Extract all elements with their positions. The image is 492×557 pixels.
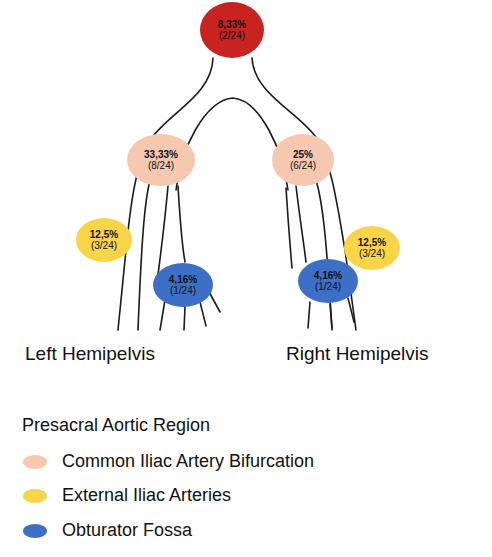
circle-fill bbox=[127, 134, 195, 186]
percentage-value: 8,33% bbox=[218, 19, 246, 31]
legend-swatch bbox=[22, 488, 48, 504]
legend-text: External Iliac Arteries bbox=[62, 485, 231, 506]
case-count: (3/24) bbox=[91, 240, 117, 252]
legend-row: Presacral Aortic Region bbox=[22, 415, 210, 436]
swatch-fill bbox=[23, 455, 47, 469]
circle-content: 12,5%(3/24) bbox=[76, 218, 132, 262]
artery-branch bbox=[200, 302, 206, 326]
case-count: (8/24) bbox=[148, 160, 174, 172]
artery-wall bbox=[286, 188, 292, 268]
artery-branch bbox=[184, 306, 185, 330]
legend-row: External Iliac Arteries bbox=[22, 485, 231, 506]
percentage-value: 12,5% bbox=[358, 237, 386, 249]
artery-wall bbox=[296, 186, 306, 262]
percentage-value: 12,5% bbox=[90, 229, 118, 241]
circle-content: 33,33%(8/24) bbox=[127, 134, 195, 186]
circle-fill bbox=[76, 218, 132, 262]
artery-branch bbox=[308, 302, 310, 328]
circle-fill bbox=[153, 263, 213, 307]
circle-fill bbox=[200, 2, 264, 58]
legend-row: Common Iliac Artery Bifurcation bbox=[22, 451, 314, 472]
legend-swatch bbox=[22, 523, 48, 539]
legend-text: Presacral Aortic Region bbox=[22, 415, 210, 436]
percentage-circle: 12,5%(3/24) bbox=[76, 218, 132, 262]
swatch-fill bbox=[23, 524, 47, 538]
case-count: (6/24) bbox=[290, 160, 316, 172]
circle-content: 8,33%(2/24) bbox=[200, 2, 264, 58]
percentage-circle: 25%(6/24) bbox=[272, 134, 334, 186]
percentage-value: 4,16% bbox=[169, 274, 197, 286]
percentage-circle: 4,16%(1/24) bbox=[298, 259, 358, 303]
artery-wall bbox=[176, 98, 288, 190]
artery-wall bbox=[138, 180, 150, 330]
artery-wall bbox=[118, 58, 213, 330]
artery-wall bbox=[178, 186, 185, 262]
case-count: (1/24) bbox=[170, 285, 196, 297]
case-count: (2/24) bbox=[219, 30, 245, 42]
artery-branch bbox=[160, 300, 165, 330]
artery-wall bbox=[316, 180, 332, 330]
legend-text: Common Iliac Artery Bifurcation bbox=[62, 451, 314, 472]
legend-text: Obturator Fossa bbox=[62, 520, 192, 541]
percentage-circle: 8,33%(2/24) bbox=[200, 2, 264, 58]
case-count: (1/24) bbox=[315, 281, 341, 293]
circle-content: 4,16%(1/24) bbox=[153, 263, 213, 307]
artery-branch bbox=[330, 304, 332, 328]
percentage-circle: 33,33%(8/24) bbox=[127, 134, 195, 186]
percentage-value: 33,33% bbox=[144, 149, 178, 161]
circle-content: 4,16%(1/24) bbox=[298, 259, 358, 303]
hemipelvis-label: Right Hemipelvis bbox=[286, 343, 429, 365]
swatch-fill bbox=[23, 489, 47, 503]
circle-fill bbox=[272, 134, 334, 186]
percentage-value: 25% bbox=[293, 149, 313, 161]
circle-content: 25%(6/24) bbox=[272, 134, 334, 186]
hemipelvis-label: Left Hemipelvis bbox=[25, 343, 155, 365]
circle-fill bbox=[298, 259, 358, 303]
circle-content: 12,5%(3/24) bbox=[344, 226, 400, 270]
percentage-value: 4,16% bbox=[314, 270, 342, 282]
legend-row: Obturator Fossa bbox=[22, 520, 192, 541]
case-count: (3/24) bbox=[359, 248, 385, 260]
legend-swatch bbox=[22, 454, 48, 470]
percentage-circle: 12,5%(3/24) bbox=[344, 226, 400, 270]
circle-fill bbox=[344, 226, 400, 270]
artery-branch bbox=[348, 298, 354, 322]
percentage-circle: 4,16%(1/24) bbox=[153, 263, 213, 307]
